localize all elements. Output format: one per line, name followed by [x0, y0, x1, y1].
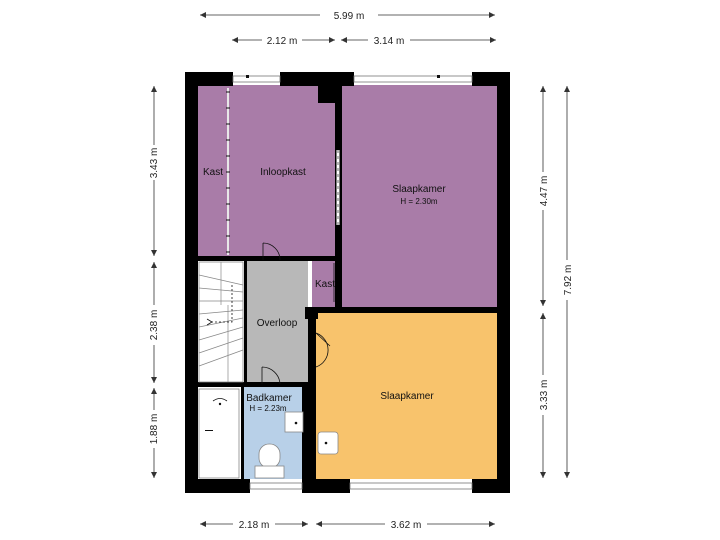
dim-top-total: 5.99 m	[334, 11, 365, 22]
label-kast-left: Kast	[203, 167, 223, 178]
dim-left-middle: 2.38 m	[149, 310, 160, 341]
bathtub-icon	[198, 388, 240, 479]
dim-bottom-left: 2.18 m	[239, 520, 270, 531]
room-slaapkamer-top-fill	[341, 85, 498, 307]
walls	[185, 72, 510, 493]
window-icon	[232, 75, 473, 490]
dim-bottom-right: 3.62 m	[391, 520, 422, 531]
dim-right-inner-bottom: 3.33 m	[539, 380, 550, 411]
room-slaapkamer-bottom-fill	[316, 313, 498, 479]
label-badkamer: Badkamer	[246, 393, 292, 404]
label-slaapkamer-top-height: H = 2.30m	[400, 197, 437, 206]
dim-right-inner-top: 4.47 m	[539, 176, 550, 207]
room-inloopkast-fill	[197, 85, 337, 260]
dim-left-bottom: 1.88 m	[149, 414, 160, 445]
toilet-icon	[254, 443, 285, 479]
label-inloopkast: Inloopkast	[260, 167, 306, 178]
dim-top-left: 2.12 m	[267, 36, 298, 47]
dim-top-right: 3.14 m	[374, 36, 405, 47]
label-badkamer-height: H = 2.23m	[249, 404, 286, 413]
sink-icon	[284, 411, 339, 455]
stairs-icon	[198, 261, 244, 383]
label-slaapkamer-bottom: Slaapkamer	[380, 391, 434, 402]
label-slaapkamer-top: Slaapkamer	[392, 184, 446, 195]
label-overloop: Overloop	[257, 318, 298, 329]
dim-right-total: 7.92 m	[563, 265, 574, 296]
dim-left-top: 3.43 m	[149, 148, 160, 179]
door-swing-icon	[261, 242, 335, 385]
label-kast-small: Kast	[315, 279, 335, 290]
window-markers	[246, 75, 440, 78]
room-overloop-fill	[246, 260, 308, 384]
dimension-lines	[151, 12, 570, 527]
